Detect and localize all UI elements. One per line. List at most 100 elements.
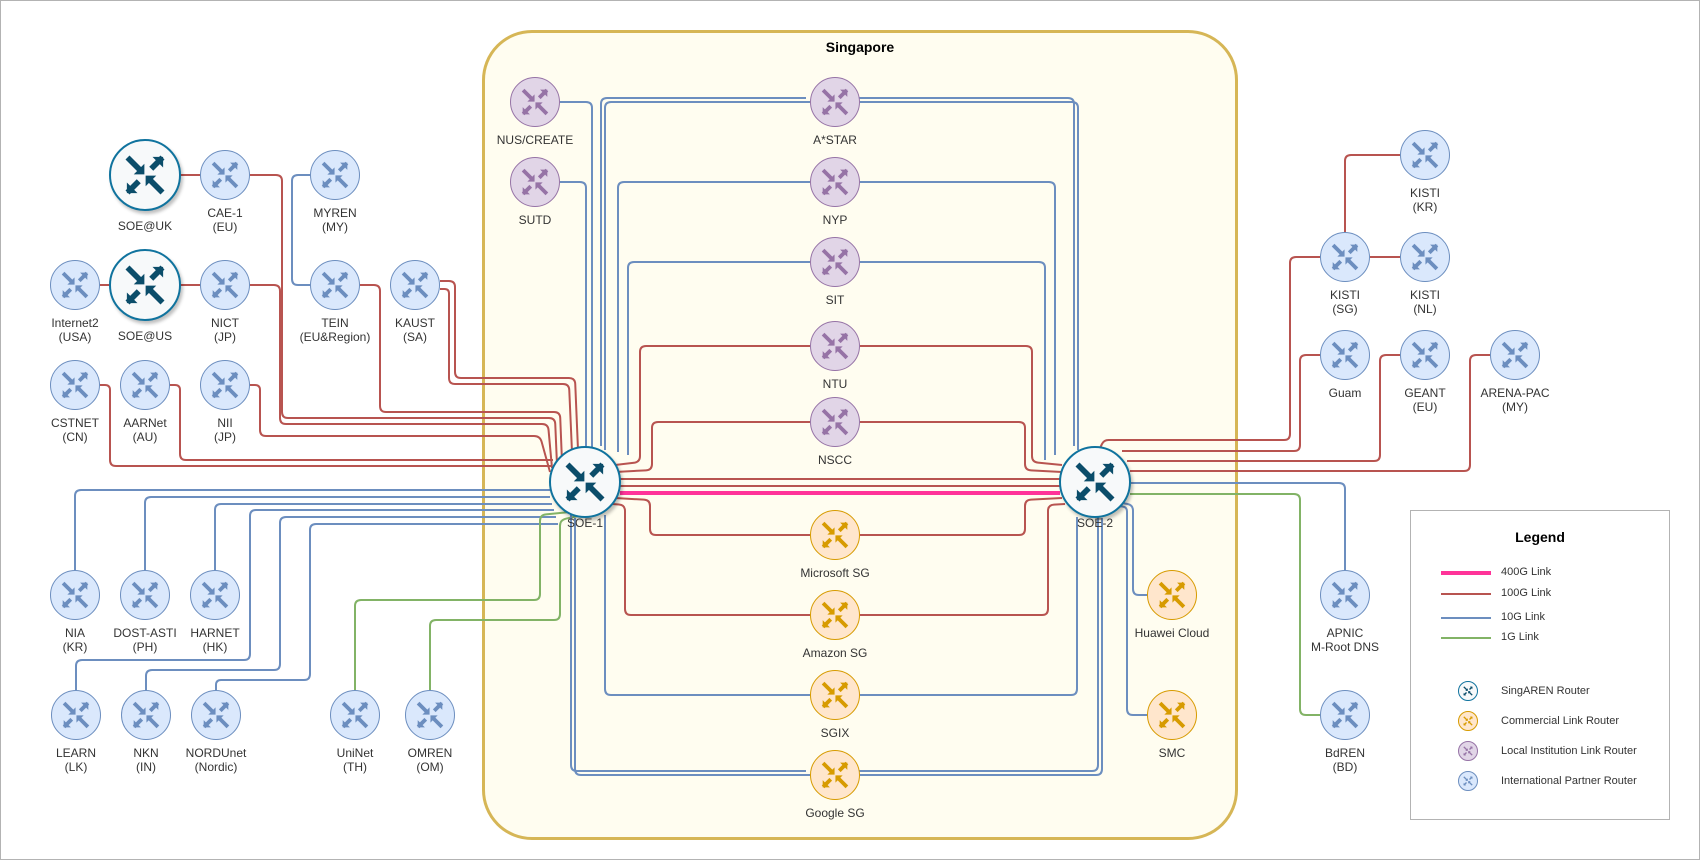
router-label: NICT (JP) [211, 316, 239, 344]
link-10g-learn-soe1 [75, 509, 554, 690]
legend-100g-label: 100G Link [1501, 587, 1552, 599]
router-nyp[interactable]: NYP [775, 157, 895, 227]
singaren-router-icon [1458, 681, 1478, 701]
router-astar[interactable]: A*STAR [775, 77, 895, 147]
router-label: A*STAR [813, 133, 857, 147]
router-icon [1320, 232, 1370, 282]
router-icon [120, 360, 170, 410]
router-icon [510, 157, 560, 207]
link-10g-apnic-soe2 [1131, 482, 1346, 570]
router-soe-us[interactable]: SOE@US [85, 249, 205, 343]
router-label: ARENA-PAC (MY) [1480, 386, 1550, 414]
router-label: KAUST (SA) [394, 316, 435, 344]
link-100g-msft-soe2 [860, 497, 1063, 536]
router-huawei[interactable]: Huawei Cloud [1112, 570, 1232, 640]
router-label: Amazon SG [802, 646, 868, 660]
router-nscc[interactable]: NSCC [775, 397, 895, 467]
router-icon [1400, 232, 1450, 282]
router-nkn[interactable]: NKN (IN) [86, 690, 206, 774]
router-icon [810, 750, 860, 800]
link-100g-kaust-soe1 [440, 288, 573, 453]
router-apnic[interactable]: APNIC M-Root DNS [1285, 570, 1405, 654]
router-label: SOE-2 [1076, 516, 1113, 530]
router-icon [1147, 570, 1197, 620]
router-aarnet[interactable]: AARNet (AU) [85, 360, 205, 444]
router-icon [51, 690, 101, 740]
router-label: NIA (KR) [62, 626, 88, 654]
router-icon [109, 139, 181, 211]
router-smc[interactable]: SMC [1112, 690, 1232, 760]
router-label: Guam [1328, 386, 1362, 400]
router-label: NYP [822, 213, 848, 227]
router-icon [810, 321, 860, 371]
router-amazon[interactable]: Amazon SG [775, 590, 895, 660]
router-guam[interactable]: Guam [1285, 330, 1405, 400]
router-label: KISTI (KR) [1409, 186, 1440, 214]
router-geant[interactable]: GEANT (EU) [1365, 330, 1485, 414]
router-sutd[interactable]: SUTD [475, 157, 595, 227]
router-label: KISTI (NL) [1409, 288, 1440, 316]
router-label: KISTI (SG) [1329, 288, 1360, 316]
link-100g-arena-soe2 [1130, 354, 1490, 472]
router-icon [109, 249, 181, 321]
router-nii[interactable]: NII (JP) [165, 360, 285, 444]
router-icon [191, 690, 241, 740]
router-nia[interactable]: NIA (KR) [15, 570, 135, 654]
router-arena[interactable]: ARENA-PAC (MY) [1455, 330, 1575, 414]
legend: Legend 400G Link 100G Link 10G Link 1G L… [1410, 510, 1670, 820]
router-google[interactable]: Google SG [775, 750, 895, 820]
router-label: BdREN (BD) [1324, 746, 1365, 774]
link-10g-google-soe1 [570, 514, 806, 772]
router-dost[interactable]: DOST-ASTI (PH) [85, 570, 205, 654]
router-icon [810, 590, 860, 640]
router-nict[interactable]: NICT (JP) [165, 260, 285, 344]
router-kisti-sg[interactable]: KISTI (SG) [1285, 232, 1405, 316]
link-100g-nii-soe1 [250, 384, 551, 473]
link-1g-bdren-soe2 [1130, 493, 1320, 716]
router-soe2[interactable]: SOE-2 [1035, 446, 1155, 530]
router-icon [810, 397, 860, 447]
router-nordunet[interactable]: NORDUnet (Nordic) [156, 690, 276, 774]
singapore-region: Singapore [482, 30, 1238, 840]
router-label: UniNet (TH) [336, 746, 374, 774]
router-icon [510, 77, 560, 127]
router-kaust[interactable]: KAUST (SA) [355, 260, 475, 344]
router-label: CSTNET (CN) [51, 416, 99, 444]
router-harnet[interactable]: HARNET (HK) [155, 570, 275, 654]
link-10g-nordunet-soe1 [215, 523, 558, 690]
router-sit[interactable]: SIT [775, 237, 895, 307]
router-soe1[interactable]: SOE-1 [525, 446, 645, 530]
router-sgix[interactable]: SGIX [775, 670, 895, 740]
router-label: SUTD [518, 213, 552, 227]
router-label: SOE-1 [566, 516, 603, 530]
router-icon [121, 690, 171, 740]
router-icon [200, 150, 250, 200]
router-bdren[interactable]: BdREN (BD) [1285, 690, 1405, 774]
link-100g-kisti-kr-kisti-sg [1344, 154, 1400, 232]
router-icon [1400, 330, 1450, 380]
router-omren[interactable]: OMREN (OM) [370, 690, 490, 774]
router-tein[interactable]: TEIN (EU&Region) [275, 260, 395, 344]
router-soe-uk[interactable]: SOE@UK [85, 139, 205, 233]
router-nus[interactable]: NUS/CREATE [475, 77, 595, 147]
link-10g-google-soe1 [574, 518, 810, 776]
router-myren[interactable]: MYREN (MY) [275, 150, 395, 234]
router-uninet[interactable]: UniNet (TH) [295, 690, 415, 774]
router-cstnet[interactable]: CSTNET (CN) [15, 360, 135, 444]
router-ntu[interactable]: NTU [775, 321, 895, 391]
router-icon [810, 157, 860, 207]
router-learn[interactable]: LEARN (LK) [16, 690, 136, 774]
link-100g-msft-soe1 [614, 497, 810, 536]
router-label: GEANT (EU) [1404, 386, 1446, 414]
router-kisti-nl[interactable]: KISTI (NL) [1365, 232, 1485, 316]
router-label: Internet2 (USA) [51, 316, 99, 344]
link-10g-nia-soe1 [74, 489, 550, 570]
router-kisti-kr[interactable]: KISTI (KR) [1365, 130, 1485, 214]
legend-commercial-label: Commercial Link Router [1501, 715, 1619, 727]
router-cae1[interactable]: CAE-1 (EU) [165, 150, 285, 234]
router-msft[interactable]: Microsoft SG [775, 510, 895, 580]
link-1g-omren-soe1 [429, 515, 579, 690]
router-internet2[interactable]: Internet2 (USA) [15, 260, 135, 344]
router-label: MYREN (MY) [313, 206, 357, 234]
